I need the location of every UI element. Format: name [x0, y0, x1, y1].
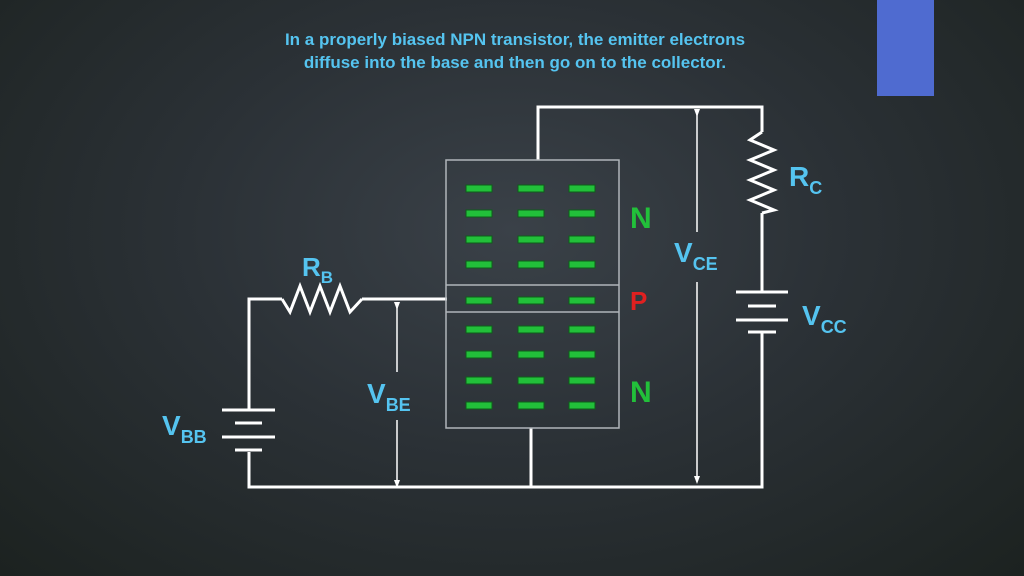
electron — [517, 401, 545, 410]
electron — [568, 260, 596, 269]
collector-region-label: N — [630, 202, 652, 235]
electron — [465, 235, 493, 244]
base-region-label: P — [630, 286, 647, 316]
rc-resistor — [746, 130, 779, 215]
vcc-label: VCC — [802, 300, 847, 337]
electron — [517, 376, 545, 385]
electron — [517, 350, 545, 359]
electron — [568, 350, 596, 359]
electron — [465, 350, 493, 359]
electron — [568, 376, 596, 385]
electron — [465, 209, 493, 218]
electron — [517, 325, 545, 334]
electron — [465, 260, 493, 269]
electron — [465, 376, 493, 385]
electron — [568, 296, 596, 305]
wires — [247, 105, 764, 489]
transistor-body — [445, 159, 620, 429]
rb-label: RB — [302, 252, 333, 287]
electron — [568, 235, 596, 244]
electron — [465, 184, 493, 193]
electron — [568, 325, 596, 334]
caption-line-2: diffuse into the base and then go on to … — [303, 53, 727, 72]
rc-label: RC — [789, 161, 822, 198]
ground-return-wire — [247, 332, 764, 489]
electron — [568, 184, 596, 193]
electron — [517, 296, 545, 305]
electron — [465, 325, 493, 334]
collector-wire — [536, 105, 764, 160]
electron — [517, 260, 545, 269]
transistor-outline — [445, 159, 620, 429]
vbb-battery — [222, 408, 275, 452]
electron — [517, 209, 545, 218]
electron — [465, 296, 493, 305]
vcc-battery — [736, 290, 788, 334]
vbe-label: VBE — [367, 378, 411, 415]
vbb-to-rb-wire — [247, 297, 282, 410]
electron — [517, 184, 545, 193]
vbb-label: VBB — [162, 410, 207, 447]
accent-block — [877, 0, 934, 96]
electron — [517, 235, 545, 244]
electron — [568, 209, 596, 218]
caption-line-1: In a properly biased NPN transistor, the… — [284, 30, 746, 49]
electron — [568, 401, 596, 410]
rb-resistor — [280, 281, 364, 317]
emitter-region-label: N — [630, 376, 652, 409]
vce-label: VCE — [674, 237, 718, 274]
electron — [465, 401, 493, 410]
electrons — [465, 184, 596, 410]
